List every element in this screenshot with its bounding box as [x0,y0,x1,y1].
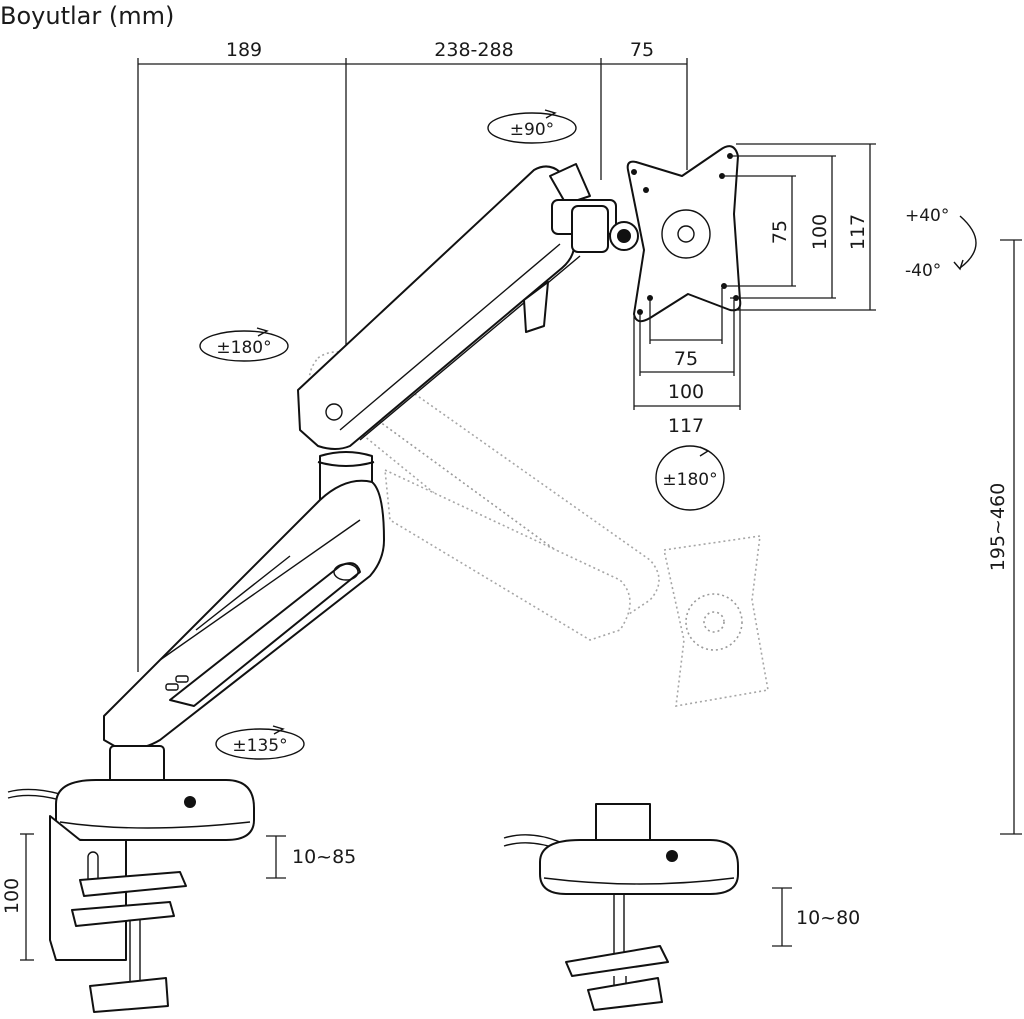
dim-label-clamp-thickness: 10~85 [292,846,356,868]
angle-head-rotation: ±90° [510,120,554,140]
ghost-lowered-arm [308,351,769,707]
vesa-plate [626,145,742,323]
angle-tilt-down: -40° [905,261,941,281]
lower-arm [103,479,385,750]
dim-label-grommet-thickness: 10~80 [796,907,860,929]
tilt-head-joint [549,163,639,253]
angle-tilt-up: +40° [905,206,949,226]
dim-label-vesa-v100: 100 [809,214,831,250]
angle-upper-arm-swivel: ±180° [216,338,271,358]
grommet-thickness-dim [772,887,792,947]
angle-base-swivel: ±135° [232,736,287,756]
clamp-base [7,745,255,1013]
rotation-badge-vesa: ±180° [655,445,725,511]
dim-label-238-288: 238-288 [434,39,513,61]
vesa-horizontal-dims [633,288,741,410]
angle-vesa-rotation: ±180° [662,470,717,490]
grommet-base [503,803,739,1011]
dim-label-vesa-h75: 75 [674,348,698,370]
dim-label-clamp-height: 100 [1,878,23,914]
dim-label-vesa-h117: 117 [668,415,704,437]
dim-label-height-range: 195~460 [987,483,1009,571]
rotation-badge-upper-arm: ±180° [199,327,289,362]
top-dimension-lines [137,58,688,672]
vesa-vertical-dims [722,143,876,311]
tilt-indicator: +40° -40° [905,206,977,281]
diagram-title: Boyutlar (mm) [0,2,174,30]
clamp-thickness-dim [266,835,286,879]
dim-label-75-top: 75 [630,39,654,61]
upper-arm [297,165,581,450]
height-range-dim [1000,239,1022,835]
dim-label-vesa-v117: 117 [847,214,869,250]
dim-label-vesa-h100: 100 [668,381,704,403]
rotation-badge-head: ±90° [487,109,577,144]
rotation-badge-base: ±135° [215,725,305,760]
dim-label-vesa-v75: 75 [769,220,791,244]
dim-label-189: 189 [226,39,262,61]
